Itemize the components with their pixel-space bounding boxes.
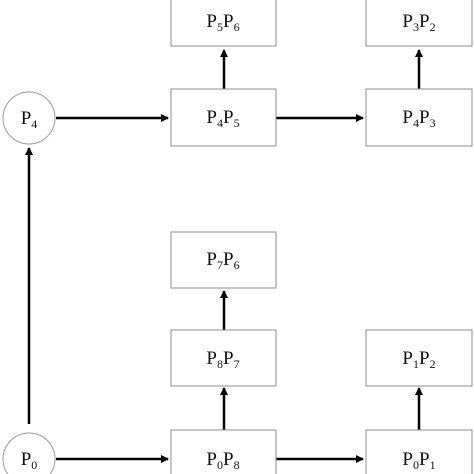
- node-p7p6-shape: [170, 231, 277, 289]
- node-p0p8-b-sub: 8: [234, 458, 240, 472]
- node-p7p6-a: P: [206, 249, 217, 270]
- node-p4-label: P4: [21, 108, 38, 131]
- node-p4p3-b: P: [419, 107, 430, 128]
- node-p0p8: P0P8: [170, 429, 277, 474]
- node-p0p1-a-sub: 0: [413, 458, 419, 472]
- node-p8p7-b: P: [223, 348, 234, 369]
- node-p4p3-label: P4P3: [402, 107, 435, 130]
- node-p1p2-a: P: [402, 348, 413, 369]
- node-p4p5-label: P4P5: [206, 107, 239, 130]
- node-p3p2: P3P2: [365, 0, 473, 47]
- node-p1p2-shape: [365, 329, 473, 387]
- node-p5p6: P5P6: [170, 0, 277, 47]
- node-p7p6-b: P: [223, 249, 234, 270]
- node-p3p2-b: P: [419, 11, 430, 32]
- node-p8p7: P8P7: [170, 329, 277, 387]
- node-p0p1-a: P: [402, 449, 413, 470]
- node-p4p5-b: P: [223, 107, 234, 128]
- node-p0p1-shape: [365, 429, 473, 474]
- node-p1p2: P1P2: [365, 329, 473, 387]
- node-p4p5-b-sub: 5: [234, 116, 240, 130]
- node-p0p8-a-sub: 0: [217, 458, 223, 472]
- node-p4p5-shape: [170, 88, 277, 147]
- node-p4p3: P4P3: [365, 88, 473, 147]
- node-p8p7-a-sub: 8: [217, 357, 223, 371]
- node-p0p8-label: P0P8: [206, 449, 239, 472]
- node-p0p1: P0P1: [365, 429, 473, 474]
- node-p0p8-shape: [170, 429, 277, 474]
- node-p0p1-b-sub: 1: [430, 458, 436, 472]
- node-p5p6-label: P5P6: [206, 11, 239, 34]
- node-p7p6-b-sub: 6: [234, 258, 240, 272]
- node-p5p6-b-sub: 6: [234, 20, 240, 34]
- node-p0: P0: [2, 432, 56, 474]
- node-p3p2-shape: [365, 0, 473, 47]
- node-p4p5-a: P: [206, 107, 217, 128]
- node-p4: P4: [2, 91, 56, 145]
- node-p0p1-b: P: [419, 449, 430, 470]
- node-p3p2-a: P: [402, 11, 413, 32]
- node-p5p6-a-sub: 5: [217, 20, 223, 34]
- node-p0-subscript: 0: [31, 458, 37, 472]
- node-p4p3-a-sub: 4: [413, 116, 419, 130]
- node-p4p5: P4P5: [170, 88, 277, 147]
- node-p5p6-shape: [170, 0, 277, 47]
- node-p8p7-b-sub: 7: [234, 357, 240, 371]
- node-p8p7-a: P: [206, 348, 217, 369]
- node-p0p8-a: P: [206, 449, 217, 470]
- node-p1p2-b: P: [419, 348, 430, 369]
- edges: [25, 49, 423, 463]
- node-p3p2-a-sub: 3: [413, 20, 419, 34]
- node-p4p3-a: P: [402, 107, 413, 128]
- node-p7p6: P7P6: [170, 231, 277, 289]
- node-p4-subscript: 4: [31, 117, 37, 131]
- node-p0-letter: P: [21, 449, 32, 470]
- node-p8p7-shape: [170, 329, 277, 387]
- node-p3p2-b-sub: 2: [430, 20, 436, 34]
- node-p0-label: P0: [21, 449, 38, 472]
- node-p5p6-b: P: [223, 11, 234, 32]
- node-p4p5-a-sub: 4: [217, 116, 223, 130]
- node-p4p3-b-sub: 3: [430, 116, 436, 130]
- node-p1p2-a-sub: 1: [413, 357, 419, 371]
- node-p0p8-b: P: [223, 449, 234, 470]
- node-p8p7-label: P8P7: [206, 348, 239, 371]
- node-p3p2-label: P3P2: [402, 11, 435, 34]
- node-p7p6-label: P7P6: [206, 249, 239, 272]
- node-p5p6-a: P: [206, 11, 217, 32]
- node-p7p6-a-sub: 7: [217, 258, 223, 272]
- node-p4-shape: [2, 91, 56, 145]
- node-p0p1-label: P0P1: [402, 449, 435, 472]
- node-p0-shape: [2, 432, 56, 474]
- node-p4p3-shape: [365, 88, 473, 147]
- node-p1p2-label: P1P2: [402, 348, 435, 371]
- node-p4-letter: P: [21, 108, 32, 129]
- node-p1p2-b-sub: 2: [430, 357, 436, 371]
